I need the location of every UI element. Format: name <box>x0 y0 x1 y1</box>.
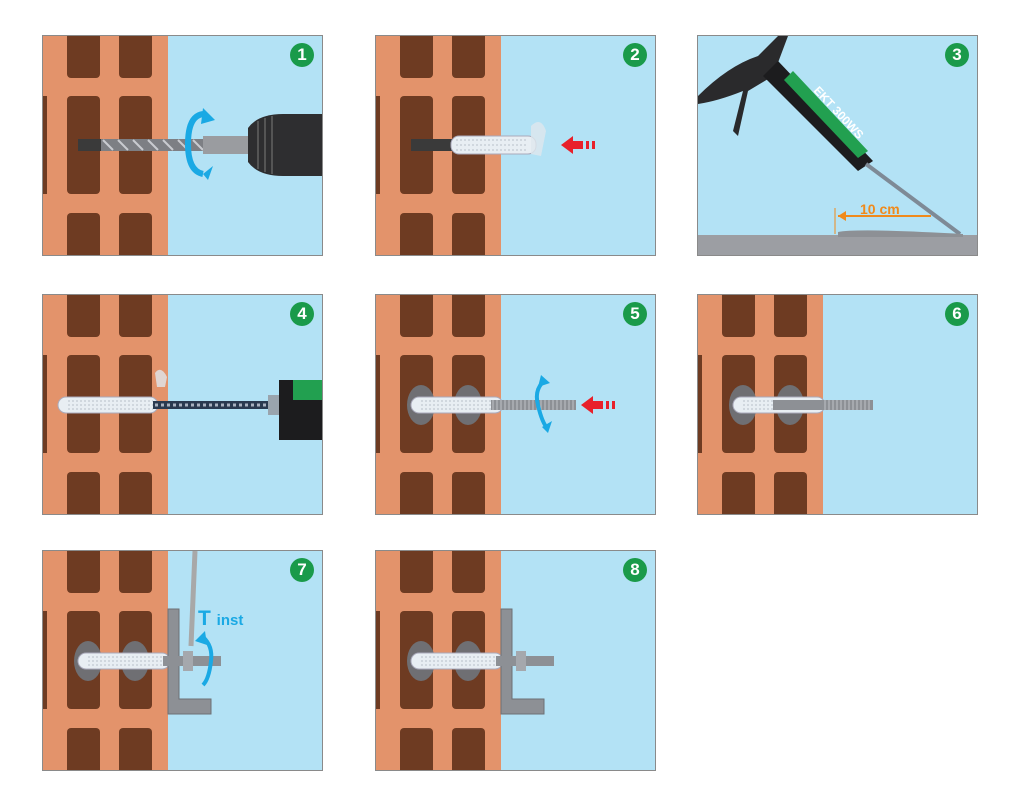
brick-cavity <box>67 551 100 593</box>
brick-cavity <box>774 295 807 337</box>
brick-cavity <box>722 472 755 514</box>
brick-cavity <box>67 295 100 337</box>
step-6-illustration <box>698 295 873 514</box>
brick-cavity <box>452 472 485 514</box>
step-7-panel: T inst 7 <box>42 550 323 771</box>
brick-cavity <box>67 36 100 78</box>
step-7-illustration <box>43 551 221 770</box>
brick-cavity <box>452 36 485 78</box>
step-2-illustration <box>376 36 595 255</box>
push-arrow-icon <box>561 136 583 154</box>
step-number-badge: 2 <box>623 43 647 67</box>
brick-cavity <box>400 472 433 514</box>
step-number-badge: 7 <box>290 558 314 582</box>
step-2-panel: 2 <box>375 35 656 256</box>
brick-cavity <box>119 551 152 593</box>
step-number-badge: 8 <box>623 558 647 582</box>
step-4-illustration <box>43 295 322 514</box>
rotation-arrow-icon <box>534 379 550 431</box>
brick-cavity <box>774 472 807 514</box>
torque-symbol: T <box>198 607 211 630</box>
torque-subscript: inst <box>216 612 244 629</box>
brick-cavity <box>67 213 100 255</box>
brick-cavity <box>452 213 485 255</box>
brick-cavity <box>119 728 152 770</box>
rotation-arrow-icon <box>201 635 214 687</box>
brick-cavity <box>722 295 755 337</box>
step-number-badge: 5 <box>623 302 647 326</box>
step-1-panel: 1 <box>42 35 323 256</box>
brick-cavity <box>119 472 152 514</box>
step-number-badge: 3 <box>945 43 969 67</box>
torque-label: T inst <box>198 607 243 631</box>
brick-cavity <box>400 551 433 593</box>
brick-cavity <box>119 36 152 78</box>
step-1-illustration <box>43 36 322 255</box>
step-4-panel: 4 <box>42 294 323 515</box>
brick-cavity <box>67 728 100 770</box>
brick-cavity <box>452 551 485 593</box>
brick-cavity <box>452 728 485 770</box>
brick-cavity <box>400 295 433 337</box>
step-5-illustration <box>376 295 615 514</box>
step-6-panel: 6 <box>697 294 978 515</box>
discard-length-label: 10 cm <box>860 201 900 217</box>
step-number-badge: 1 <box>290 43 314 67</box>
brick-cavity <box>119 295 152 337</box>
step-3-panel: EKT 300WS 10 cm 3 <box>697 35 978 256</box>
rotation-arrow-icon <box>184 111 204 177</box>
push-arrow-icon <box>581 396 603 414</box>
brick-cavity <box>400 728 433 770</box>
step-5-panel: 5 <box>375 294 656 515</box>
brick-cavity <box>67 472 100 514</box>
brick-cavity <box>400 213 433 255</box>
brick-cavity <box>400 36 433 78</box>
brick-cavity <box>119 213 152 255</box>
step-number-badge: 6 <box>945 302 969 326</box>
step-8-illustration <box>376 551 554 770</box>
step-3-illustration: EKT 300WS <box>698 36 977 255</box>
brick-cavity <box>452 295 485 337</box>
step-8-panel: 8 <box>375 550 656 771</box>
step-number-badge: 4 <box>290 302 314 326</box>
